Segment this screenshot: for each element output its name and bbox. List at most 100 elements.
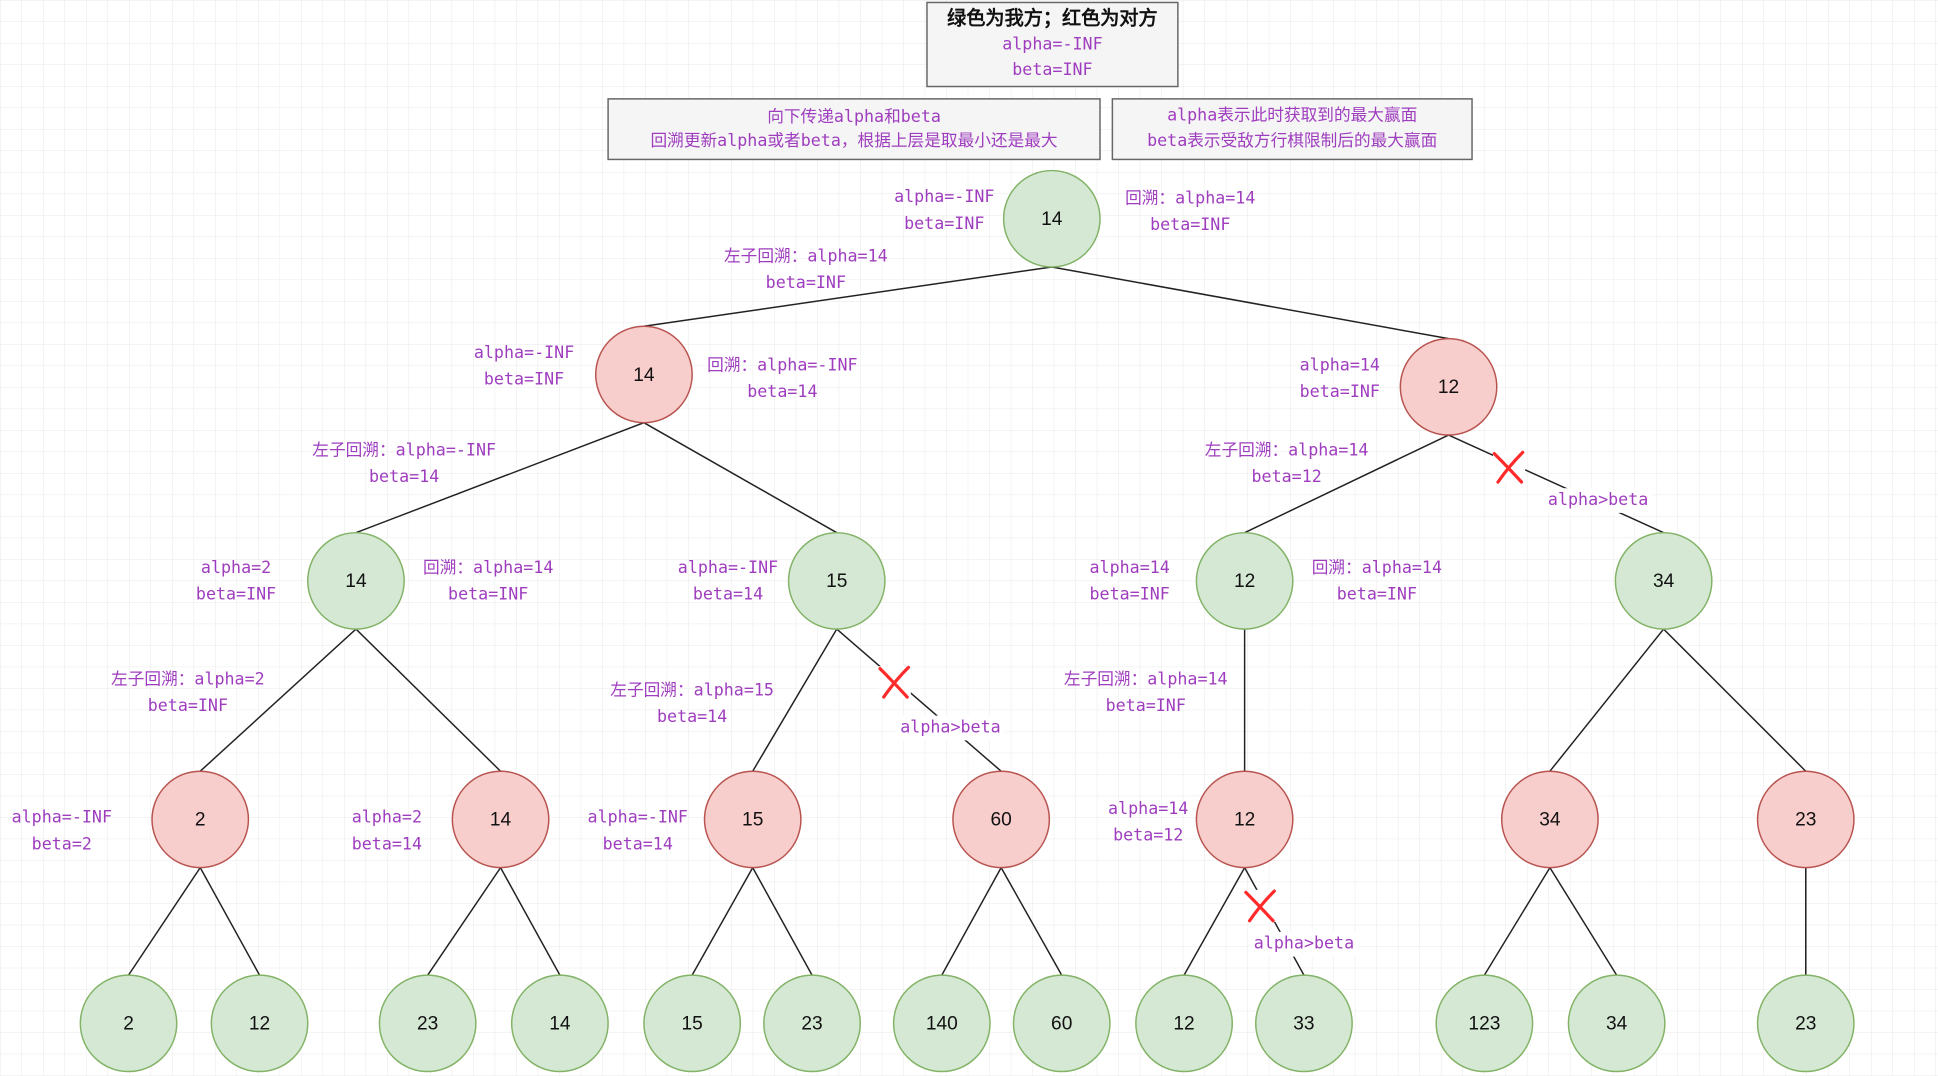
annotation-line: alpha=-INF — [474, 343, 574, 362]
legend-beta: beta=INF — [1012, 60, 1092, 79]
node-value: 2 — [195, 810, 206, 831]
node-value: 12 — [1234, 810, 1255, 831]
tree-edge — [427, 867, 502, 976]
node-value: 2 — [123, 1014, 134, 1035]
legend-title: 绿色为我方；红色为对方 — [947, 7, 1158, 30]
annotation-line: 回溯：alpha=14 — [1312, 558, 1442, 577]
note-box-definitions: alpha表示此时获取到的最大赢面 beta表示受敌方行棋限制后的最大赢面 — [1111, 98, 1473, 161]
annotation-line: beta=14 — [693, 585, 763, 604]
node-value: 60 — [990, 810, 1011, 831]
tree-edge — [941, 867, 1002, 976]
node-circle — [787, 531, 886, 630]
tree-edge — [1663, 628, 1807, 772]
tree-edge — [752, 628, 838, 772]
tree-edge — [691, 867, 754, 976]
annotation-line: alpha=2 — [352, 808, 422, 827]
our-node: 60 — [1012, 974, 1111, 1073]
node-circle — [1195, 770, 1294, 869]
prune-label-background — [896, 715, 1005, 741]
node-value: 14 — [1041, 209, 1063, 230]
node-value: 23 — [417, 1014, 438, 1035]
node-value: 15 — [742, 810, 763, 831]
tree-edge — [643, 422, 838, 534]
our-node: 14 — [510, 974, 609, 1073]
opponent-node: 12 — [1399, 337, 1498, 436]
our-node: 12 — [1195, 531, 1294, 630]
node-value: 14 — [490, 810, 512, 831]
annotation-line: 回溯：alpha=14 — [423, 558, 553, 577]
node-value: 34 — [1539, 810, 1561, 831]
node-value: 15 — [681, 1014, 702, 1035]
annotation-line: beta=INF — [1150, 215, 1230, 234]
annotation-line: 左子回溯：alpha=14 — [724, 247, 888, 266]
opponent-node: 14 — [451, 770, 550, 869]
node-circle — [1567, 974, 1666, 1073]
annotation-line: beta=14 — [603, 834, 673, 853]
annotation-line: 回溯：alpha=14 — [1125, 188, 1255, 207]
legend-alpha: alpha=-INF — [1002, 35, 1102, 54]
node-circle — [1012, 974, 1111, 1073]
node-circle — [1135, 974, 1234, 1073]
tree-edge — [643, 266, 1052, 328]
node-value: 123 — [1468, 1014, 1500, 1035]
node-circle — [892, 974, 991, 1073]
legend-box: 绿色为我方；红色为对方 alpha=-INF beta=INF — [926, 1, 1179, 88]
node-value: 23 — [1795, 810, 1816, 831]
prune-label: alpha>beta — [900, 717, 1000, 736]
our-node: 15 — [787, 531, 886, 630]
tree-edges — [127, 266, 1807, 976]
annotation-line: alpha=14 — [1090, 558, 1170, 577]
tree-edge — [752, 867, 813, 976]
annotation-line: 回溯：alpha=-INF — [707, 355, 857, 374]
our-node: 23 — [1756, 974, 1855, 1073]
our-node: 140 — [892, 974, 991, 1073]
alpha-beta-annotation: alpha=-INF beta=INF — [474, 343, 574, 389]
annotation-line: 左子回溯：alpha=14 — [1064, 669, 1228, 688]
annotation-line: beta=14 — [369, 467, 439, 486]
node-circle — [1500, 770, 1599, 869]
annotation-line: beta=INF — [484, 370, 564, 389]
node-circle — [378, 974, 477, 1073]
annotation-line: beta=INF — [148, 696, 228, 715]
annotation-line: beta=INF — [1337, 585, 1417, 604]
node-value: 33 — [1293, 1014, 1314, 1035]
node-value: 14 — [549, 1014, 571, 1035]
node-value: 14 — [633, 365, 655, 386]
our-node: 23 — [378, 974, 477, 1073]
node-value: 23 — [1795, 1014, 1816, 1035]
our-node: 23 — [763, 974, 861, 1073]
tree-edge — [199, 628, 357, 772]
tree-edge — [1549, 867, 1618, 976]
prune-label-background — [1543, 488, 1653, 513]
annotation-line: beta=INF — [904, 214, 984, 233]
our-node: 14 — [1002, 169, 1101, 268]
node-value: 140 — [926, 1014, 958, 1035]
tree-edge — [199, 867, 261, 976]
opponent-node: 12 — [1195, 770, 1294, 869]
our-node: 12 — [210, 974, 309, 1073]
opponent-node: 14 — [594, 325, 693, 424]
annotation-line: alpha=-INF — [588, 808, 688, 827]
annotation-line: beta=14 — [657, 707, 727, 726]
tree-edge — [1549, 628, 1665, 772]
our-node: 34 — [1567, 974, 1666, 1073]
our-node: 123 — [1435, 974, 1534, 1073]
node-circle — [952, 770, 1051, 869]
annotation-line: beta=INF — [766, 273, 846, 292]
tree-edge — [127, 867, 201, 976]
node-value: 12 — [1234, 571, 1255, 592]
annotation-line: beta=INF — [1106, 696, 1186, 715]
annotation-line: beta=14 — [747, 382, 817, 401]
node-circle — [307, 531, 405, 630]
tree-edge — [499, 867, 561, 976]
